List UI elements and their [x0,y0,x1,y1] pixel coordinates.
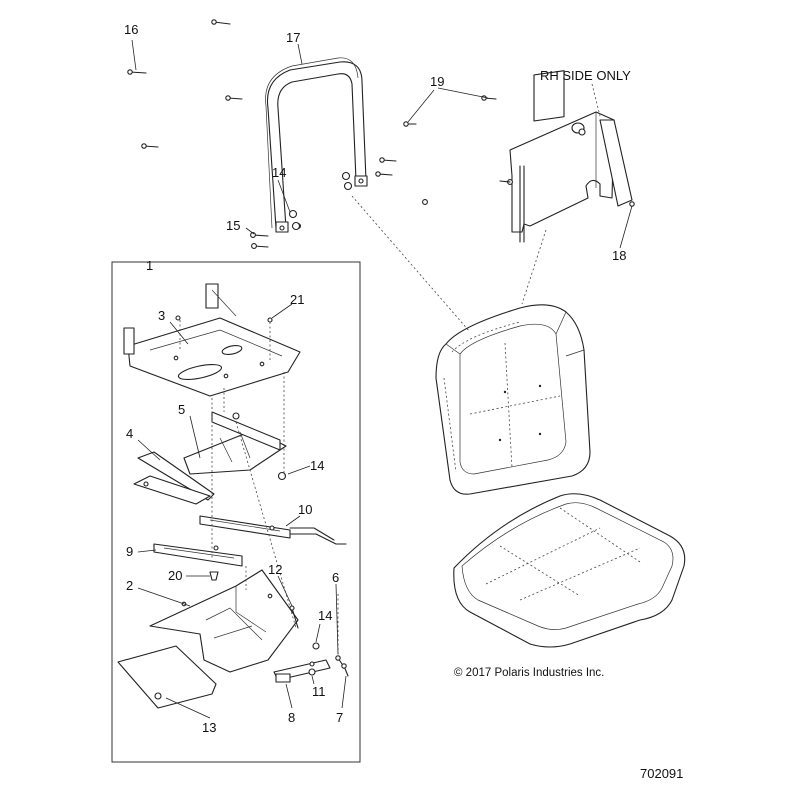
callout-14a: 14 [272,165,286,180]
callout-19: 19 [430,74,444,89]
seat-base-2 [149,569,299,673]
clip-20 [209,571,219,581]
leader-bracket-to-seatback [521,229,547,305]
leader-10 [285,515,301,527]
seat-base-assembly-frame [111,261,361,763]
callout-5: 5 [178,402,185,417]
leader-14a [277,179,291,213]
callout-4: 4 [126,426,133,441]
latch-bracket-8 [273,659,331,683]
callout-2: 2 [126,578,133,593]
slide-rail-9 [153,543,243,567]
seat-plate-3 [123,283,301,397]
callout-16: 16 [124,22,138,37]
nut-14-low [312,642,320,650]
leader-12 [277,575,293,607]
leader-17 [297,43,303,65]
leader-3 [169,321,189,345]
leader-7 [341,675,347,709]
leader-18 [619,205,633,249]
pad-13 [117,645,217,709]
leader-rh-note [591,83,601,117]
leader-16 [131,39,137,71]
rh-side-only-note: RH SIDE ONLY [540,68,631,83]
callout-14c: 14 [318,608,332,623]
callout-20: 20 [168,568,182,583]
nut-14-mid [277,471,287,481]
callout-1: 1 [146,258,153,273]
leader-19a [437,87,489,99]
bracket-5 [183,411,287,475]
bolt-6 [335,655,343,665]
callout-7: 7 [336,710,343,725]
callout-12: 12 [268,562,282,577]
bolt-16 [127,69,147,75]
bolt-bar-right [375,157,397,177]
grab-bar-17 [265,57,368,233]
callout-10: 10 [298,502,312,517]
leader-21 [271,303,293,319]
callout-8: 8 [288,710,295,725]
leader-15 [245,227,255,235]
bolt-16c [225,95,243,101]
leader-5 [189,415,201,459]
callout-13: 13 [202,720,216,735]
bolt-15 [250,232,269,249]
nut-14-top [288,209,301,231]
slide-rail-10 [199,515,347,545]
nut-14-bar-right [341,171,353,191]
callout-6: 6 [332,570,339,585]
seat-back-cushion [435,304,591,495]
leader-8 [285,683,293,709]
leader-19b [407,89,435,123]
bolt-16b [211,19,231,25]
leader-9 [137,549,157,553]
bolt-7 [341,663,349,677]
copyright-notice: © 2017 Polaris Industries Inc. [454,667,604,679]
nut-11 [308,668,316,676]
rail-bracket-4 [133,451,215,505]
callout-15: 15 [226,218,240,233]
nut-13 [154,692,162,700]
bolt-16d [141,143,159,149]
callout-17: 17 [286,30,300,45]
leader-13 [165,697,211,719]
seat-bottom-cushion [453,493,686,648]
callout-18: 18 [612,248,626,263]
leader-2 [137,587,191,607]
callout-14b: 14 [310,458,324,473]
leader-14c [315,623,321,643]
callout-21: 21 [290,292,304,307]
leader-11 [311,675,315,685]
leader-6 [335,583,339,655]
side-bracket-18 [499,70,635,243]
callout-3: 3 [158,308,165,323]
bolt-19 [403,95,497,205]
leader-bar-to-seatback [351,195,471,333]
diagram-number: 702091 [640,766,683,781]
leader-14b [287,465,311,475]
callout-9: 9 [126,544,133,559]
callout-11: 11 [312,684,326,699]
leader-4 [137,439,161,461]
